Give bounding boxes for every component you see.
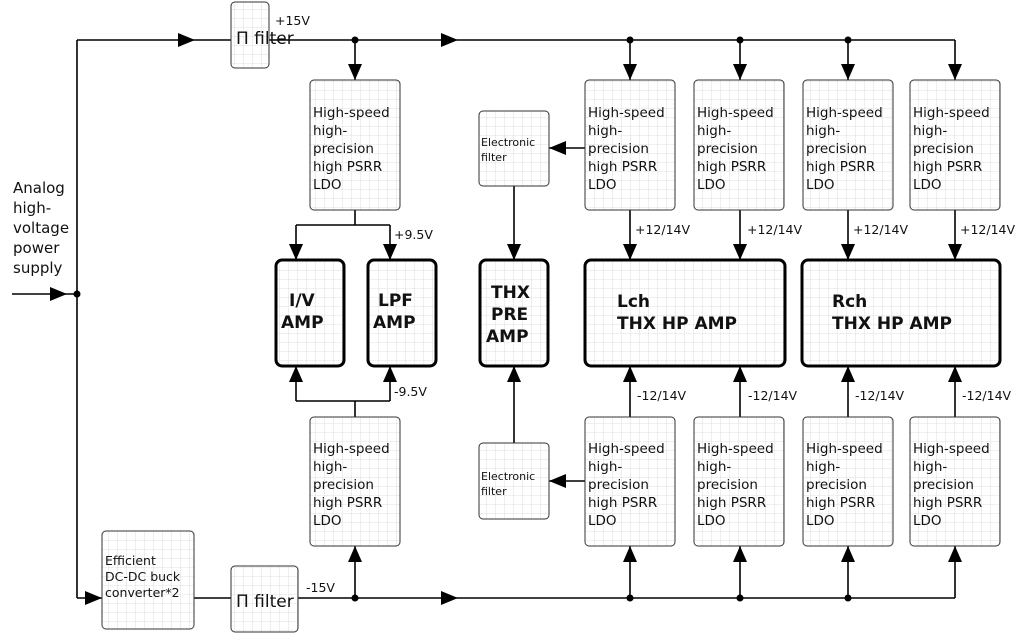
junction-dot [626, 594, 634, 602]
rch-thx-hp-amp-label: Rch THX HP AMP [832, 292, 952, 334]
dcdc-converter: Efficient DC-DC buck converter*2 [101, 530, 195, 630]
ldo-block-top-3: High-speed high- precision high PSRR LDO [693, 79, 785, 211]
arrow-down-icon [623, 64, 637, 80]
junction-dot [736, 594, 744, 602]
arrow-up-icon [348, 546, 362, 562]
pi-filter-top-label: Π filter [236, 29, 294, 49]
junction-dot [844, 36, 852, 44]
arrow-down-icon [348, 64, 362, 80]
thx-pre-amp: THX PRE AMP [478, 258, 550, 368]
ldo-label: High-speed high- precision high PSRR LDO [806, 105, 887, 193]
ldo-block-top-5: High-speed high- precision high PSRR LDO [909, 79, 1001, 211]
arrow-down-icon [948, 64, 962, 80]
arrow-up-icon [948, 546, 962, 562]
ldo-label: High-speed high- precision high PSRR LDO [913, 441, 994, 529]
arrow-left-icon [549, 141, 566, 155]
rail-label-neg12-14: -12/14V [637, 388, 687, 403]
junction-dot [351, 594, 359, 602]
ldo-label: High-speed high- precision high PSRR LDO [588, 441, 669, 529]
arrow-right-icon [85, 591, 102, 605]
arrow-down-icon [507, 244, 521, 260]
rail-labels: +15V -15V +9.5V -9.5V +12/14V +12/14V +1… [275, 13, 1015, 595]
ldo-label: High-speed high- precision high PSRR LDO [913, 105, 994, 193]
ldo-label: High-speed high- precision high PSRR LDO [588, 105, 669, 193]
iv-amp-label: I/V AMP [281, 291, 324, 333]
electronic-filter-label: Electronic filter [481, 136, 539, 164]
rail-label-pos12-14: +12/14V [853, 222, 908, 237]
junction-dots [73, 36, 852, 602]
electronic-filter-label: Electronic filter [481, 470, 539, 498]
ldo-block-bottom-1: High-speed high- precision high PSRR LDO [309, 416, 401, 547]
lch-thx-hp-amp: Lch THX HP AMP [583, 258, 787, 368]
ldo-block-top-2: High-speed high- precision high PSRR LDO [584, 79, 676, 211]
arrow-down-icon [623, 244, 637, 260]
ldo-block-bottom-4: High-speed high- precision high PSRR LDO [802, 416, 894, 547]
rail-label-neg15: -15V [306, 580, 335, 595]
pi-filter-top: Π filter [230, 1, 294, 69]
arrow-down-icon [383, 244, 397, 260]
electronic-filter-top: Electronic filter [478, 110, 550, 187]
power-source-label: Analog high- voltage power supply [13, 179, 74, 277]
ldo-label: High-speed high- precision high PSRR LDO [313, 105, 394, 193]
lpf-amp-label: LPF AMP [373, 291, 419, 333]
arrow-up-icon [623, 366, 637, 382]
rail-label-neg12-14: -12/14V [962, 388, 1012, 403]
ldo-block-top-1: High-speed high- precision high PSRR LDO [309, 79, 401, 211]
rail-label-neg9-5: -9.5V [394, 384, 427, 399]
arrow-up-icon [841, 546, 855, 562]
junction-dot [626, 36, 634, 44]
arrowheads [50, 33, 962, 605]
junction-dot [736, 36, 744, 44]
arrow-up-icon [507, 366, 521, 382]
ldo-label: High-speed high- precision high PSRR LDO [697, 441, 778, 529]
arrow-down-icon [841, 244, 855, 260]
arrow-up-icon [383, 366, 397, 382]
rail-label-pos9-5: +9.5V [394, 227, 433, 242]
arrow-up-icon [733, 366, 747, 382]
electronic-filter-bottom: Electronic filter [478, 442, 550, 520]
arrow-up-icon [623, 546, 637, 562]
ldo-block-bottom-5: High-speed high- precision high PSRR LDO [909, 416, 1001, 547]
arrow-up-icon [948, 366, 962, 382]
rch-thx-hp-amp: Rch THX HP AMP [800, 258, 1002, 368]
rail-label-pos12-14: +12/14V [635, 222, 690, 237]
iv-amp: I/V AMP [274, 258, 346, 368]
lpf-amp: LPF AMP [366, 258, 438, 368]
rail-label-pos12-14: +12/14V [747, 222, 802, 237]
arrow-down-icon [289, 244, 303, 260]
ldo-block-top-4: High-speed high- precision high PSRR LDO [802, 79, 894, 211]
ldo-label: High-speed high- precision high PSRR LDO [313, 441, 394, 529]
rail-label-pos15: +15V [275, 13, 310, 28]
arrow-right-icon [441, 591, 458, 605]
arrow-up-icon [289, 366, 303, 382]
arrow-down-icon [733, 64, 747, 80]
pi-filter-bottom: Π filter [230, 565, 299, 633]
ldo-label: High-speed high- precision high PSRR LDO [697, 105, 778, 193]
arrow-right-icon [50, 287, 67, 301]
dcdc-converter-label: Efficient DC-DC buck converter*2 [105, 553, 184, 600]
ldo-block-bottom-3: High-speed high- precision high PSRR LDO [693, 416, 785, 547]
ldo-label: High-speed high- precision high PSRR LDO [806, 441, 887, 529]
arrow-left-icon [549, 474, 566, 488]
rail-label-pos12-14: +12/14V [960, 222, 1015, 237]
junction-dot [73, 290, 81, 298]
arrow-right-icon [441, 33, 458, 47]
rail-label-neg12-14: -12/14V [748, 388, 798, 403]
arrow-up-icon [733, 546, 747, 562]
junction-dot [351, 36, 359, 44]
arrow-down-icon [841, 64, 855, 80]
arrow-down-icon [948, 244, 962, 260]
junction-dot [844, 594, 852, 602]
thx-pre-amp-label: THX PRE AMP [486, 283, 536, 347]
arrow-right-icon [178, 33, 195, 47]
ldo-block-bottom-2: High-speed high- precision high PSRR LDO [584, 416, 676, 547]
arrow-up-icon [841, 366, 855, 382]
arrow-down-icon [733, 244, 747, 260]
rail-label-neg12-14: -12/14V [855, 388, 905, 403]
pi-filter-bottom-label: Π filter [236, 592, 294, 612]
lch-thx-hp-amp-label: Lch THX HP AMP [617, 292, 737, 334]
